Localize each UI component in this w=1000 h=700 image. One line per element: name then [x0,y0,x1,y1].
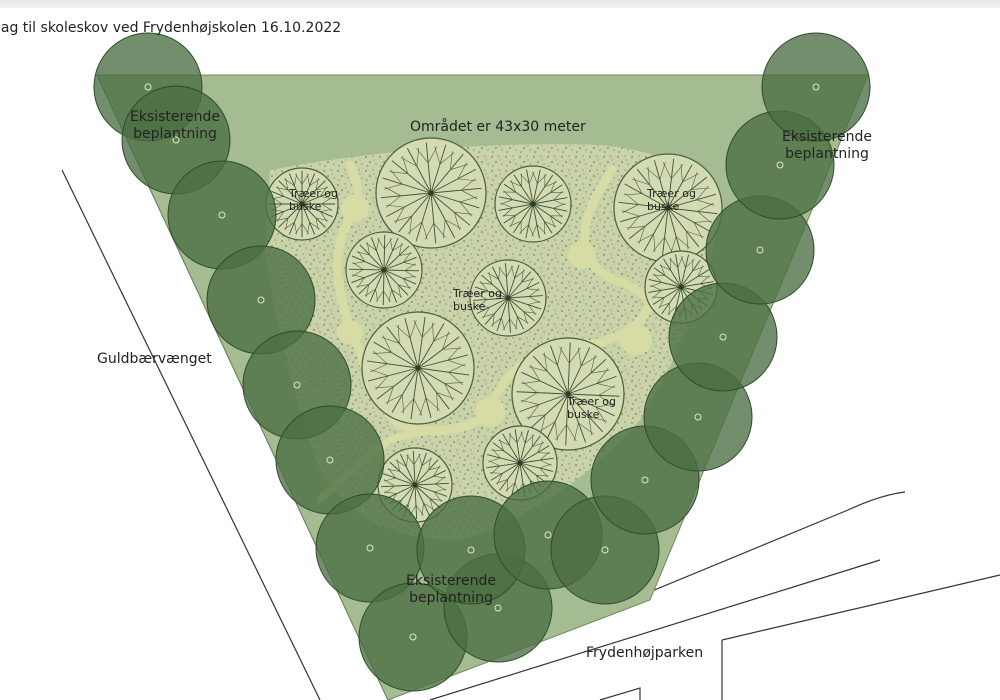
street-label-frydenhoejparken: Frydenhøjparken [586,645,704,661]
label-line: buske [289,199,322,213]
tree-group-label-center: Træer og buske [453,287,502,313]
label-line: Eksisterende [782,129,872,145]
tree-group-label-lower-right: Træer og buske [567,395,616,421]
existing-trees [93,32,871,692]
label-line: beplantning [409,589,493,606]
street-label-guldbaervaenget: Guldbærvænget [97,351,212,367]
label-line: buske [453,299,486,313]
label-line: buske [567,407,600,421]
label-line: Eksisterende [406,573,496,589]
tree-group-label-left: Træer og buske [289,187,338,213]
label-line: buske [647,199,680,213]
existing-planting-label-bottom: Eksisterende beplantning [406,573,496,607]
planted-tree [494,165,572,243]
existing-tree [761,32,871,142]
label-line: beplantning [785,145,869,162]
label-line: Eksisterende [130,109,220,125]
area-size-label: Området er 43x30 meter [410,119,586,135]
label-line: Træer og [567,395,616,408]
planted-tree [375,137,487,249]
planted-tree [361,311,475,425]
road-frydenhoejparken-north-edge [387,491,906,700]
road-side-edge-b [721,574,1000,641]
planted-tree [345,231,423,309]
label-line: Træer og [289,187,338,200]
road-guldbaervaenget-west-edge [61,169,321,700]
existing-planting-label-top-left: Eksisterende beplantning [130,109,220,143]
label-line: Træer og [647,187,696,200]
existing-tree [668,282,778,392]
existing-planting-label-top-right: Eksisterende beplantning [782,129,872,163]
label-line: Træer og [453,287,502,300]
tree-group-label-upper-right: Træer og buske [647,187,696,213]
existing-tree [315,493,425,603]
planted-trees [265,137,723,523]
planted-tree [265,167,339,241]
window-top-edge [0,0,1000,8]
label-line: beplantning [133,125,217,142]
planted-tree [469,259,547,337]
planted-tree [511,337,625,451]
road-corner [599,687,641,700]
plan-title: lag til skoleskov ved Frydenhøjskolen 16… [0,20,342,36]
road-frydenhoejparken-south-edge [429,559,881,700]
